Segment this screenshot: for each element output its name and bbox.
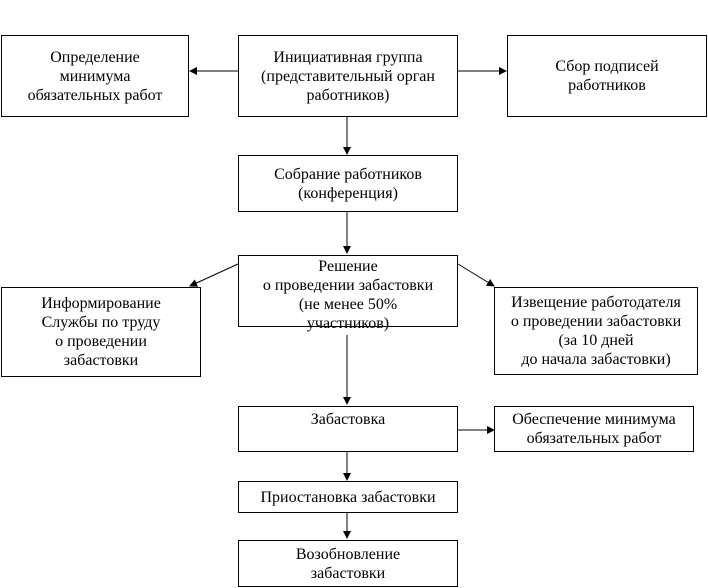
workers-meeting-line-2: (конференция) bbox=[298, 184, 398, 202]
minimum-provision-box: Обеспечение минимума обязательных работ bbox=[494, 406, 694, 452]
labor-service-notice-line-1: Информирование bbox=[41, 295, 161, 312]
strike-resumption-line-2: забастовки bbox=[310, 564, 386, 582]
minimum-definition-line-1: Определение bbox=[50, 48, 140, 66]
minimum-definition-line-2: минимума bbox=[59, 67, 131, 85]
strike-label: Забастовка bbox=[310, 411, 386, 428]
initiative-group-line-3: работников) bbox=[306, 86, 390, 104]
minimum-provision-line-1: Обеспечение минимума bbox=[512, 411, 676, 428]
strike-resumption-line-1: Возобновление bbox=[295, 545, 401, 563]
minimum-definition-box: Определение минимума обязательных работ bbox=[1, 35, 189, 117]
workers-meeting-box: Собрание работников (конференция) bbox=[238, 155, 458, 212]
decision-line-3: (не менее 50% bbox=[298, 296, 398, 313]
labor-service-notice-line-3: о проведении bbox=[55, 333, 147, 350]
labor-service-notice-line-2: Службы по труду bbox=[41, 314, 161, 331]
labor-service-notice-line-4: забастовки bbox=[63, 352, 139, 369]
signature-collection-box: Сбор подписей работников bbox=[507, 35, 707, 117]
employer-notice-line-1: Извещение работодателя bbox=[511, 294, 681, 311]
signature-collection-line-1: Сбор подписей bbox=[555, 58, 659, 75]
initiative-group-line-1: Инициативная группа bbox=[273, 48, 423, 66]
labor-service-notice-box: Информирование Службы по труду о проведе… bbox=[1, 287, 201, 377]
employer-notice-line-4: до начала забастовки) bbox=[521, 351, 671, 368]
edge-decision-to-labor-service bbox=[189, 263, 239, 287]
decision-box: Решение о проведении забастовки (не мене… bbox=[238, 255, 458, 332]
minimum-definition-line-3: обязательных работ bbox=[27, 86, 163, 104]
initiative-group-box: Инициативная группа (представительный ор… bbox=[238, 35, 458, 117]
strike-resumption-box: Возобновление забастовки bbox=[238, 540, 458, 587]
signature-collection-line-2: работников bbox=[568, 77, 646, 94]
strike-box: Забастовка bbox=[238, 406, 458, 452]
employer-notice-line-2: о проведении забастовки bbox=[510, 313, 682, 330]
decision-line-1: Решение bbox=[318, 258, 378, 275]
initiative-group-line-2: (представительный орган bbox=[261, 67, 435, 85]
employer-notice-box: Извещение работодателя о проведении заба… bbox=[494, 287, 698, 375]
strike-suspension-label: Приостановка забастовки bbox=[260, 488, 436, 506]
minimum-provision-line-2: обязательных работ bbox=[526, 430, 662, 447]
employer-notice-line-3: (за 10 дней bbox=[558, 332, 634, 349]
workers-meeting-line-1: Собрание работников bbox=[274, 165, 422, 183]
strike-suspension-box: Приостановка забастовки bbox=[238, 481, 458, 513]
decision-line-2: о проведении забастовки bbox=[262, 277, 434, 294]
edge-decision-to-employer bbox=[457, 263, 495, 287]
decision-line-4: участников) bbox=[306, 315, 390, 332]
